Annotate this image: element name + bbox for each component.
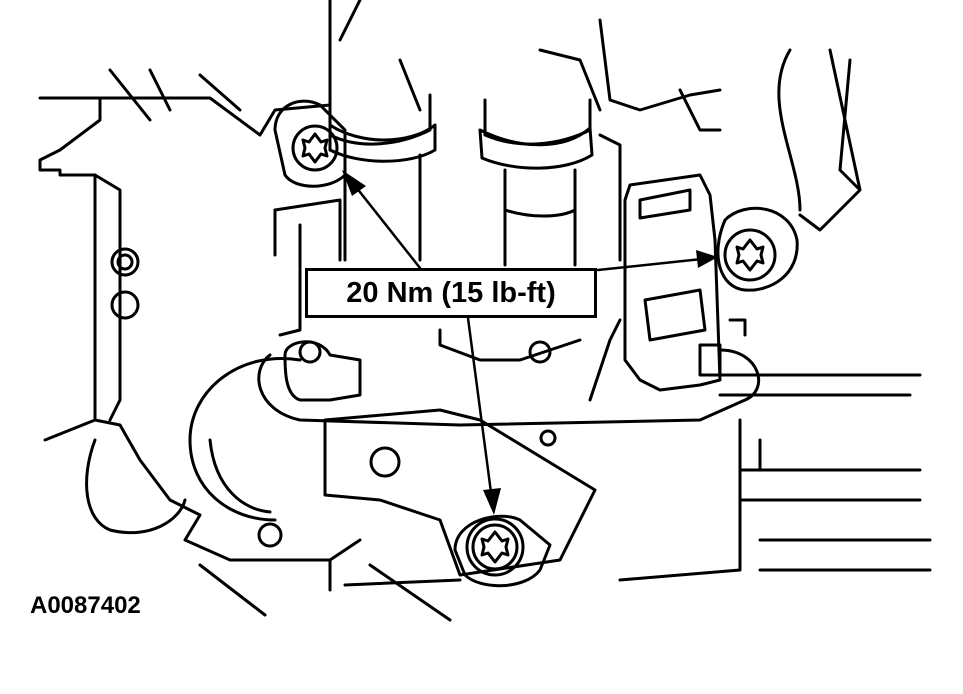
lower-bolt-washer xyxy=(465,517,525,577)
connector-detail xyxy=(638,188,747,377)
lower-plate xyxy=(323,408,597,577)
right-housing-lines xyxy=(777,48,862,232)
arrowheads xyxy=(342,170,718,515)
hose-left-clamp xyxy=(328,123,437,163)
lower-boss xyxy=(453,514,552,588)
small-bolt-mid xyxy=(528,340,552,364)
top-background-lines xyxy=(108,0,722,132)
engine-block-inner xyxy=(93,173,122,422)
lower-bolt-washer-inner xyxy=(471,523,519,571)
small-bolt-lower xyxy=(539,429,557,447)
housing-left-wall xyxy=(273,208,302,270)
upper-left-boss xyxy=(273,99,347,188)
plate-hole-small xyxy=(257,522,283,548)
upper-right-torx-bolt xyxy=(735,238,765,272)
large-cavity-inner xyxy=(208,438,272,514)
connector-body xyxy=(623,173,722,392)
upper-left-torx-bolt xyxy=(301,132,329,164)
plate-hole xyxy=(369,446,401,478)
hose-right-clamp xyxy=(478,126,594,170)
upper-right-bolt-washer xyxy=(723,228,777,282)
right-lower-housing xyxy=(618,373,932,582)
block-lower-curve xyxy=(85,438,187,535)
torque-callout-text: 20 Nm (15 lb-ft) xyxy=(346,276,556,309)
hose-right-tube xyxy=(503,168,577,267)
upper-left-bolt-washer xyxy=(291,124,339,172)
leader-to-upper-left-bolt xyxy=(350,180,422,270)
arrowhead-lower xyxy=(483,488,501,515)
lower-torx-bolt xyxy=(480,530,510,564)
figure-id-label: A0087402 xyxy=(30,592,141,619)
torque-callout-box: 20 Nm (15 lb-ft) xyxy=(305,268,597,318)
mid-bracket xyxy=(283,340,362,402)
hose-left-tube xyxy=(343,153,422,262)
block-hole-upper xyxy=(110,247,140,277)
leader-to-lower-bolt xyxy=(466,316,494,502)
large-cavity xyxy=(188,357,302,522)
leader-to-upper-right-bolt xyxy=(596,257,704,272)
arrowhead-upper-left xyxy=(342,170,366,196)
engine-block-edge xyxy=(98,96,332,137)
connector-wire xyxy=(257,348,761,427)
engine-block-outline xyxy=(38,96,362,562)
leader-lines xyxy=(350,180,704,502)
block-hole-lower xyxy=(110,290,140,320)
central-housing xyxy=(273,133,622,402)
arrowhead-upper-right xyxy=(696,250,718,268)
small-bolt-left xyxy=(298,340,322,364)
bottom-lines xyxy=(198,558,462,622)
block-hole-upper-inner xyxy=(116,253,134,271)
upper-right-boss xyxy=(716,206,799,292)
